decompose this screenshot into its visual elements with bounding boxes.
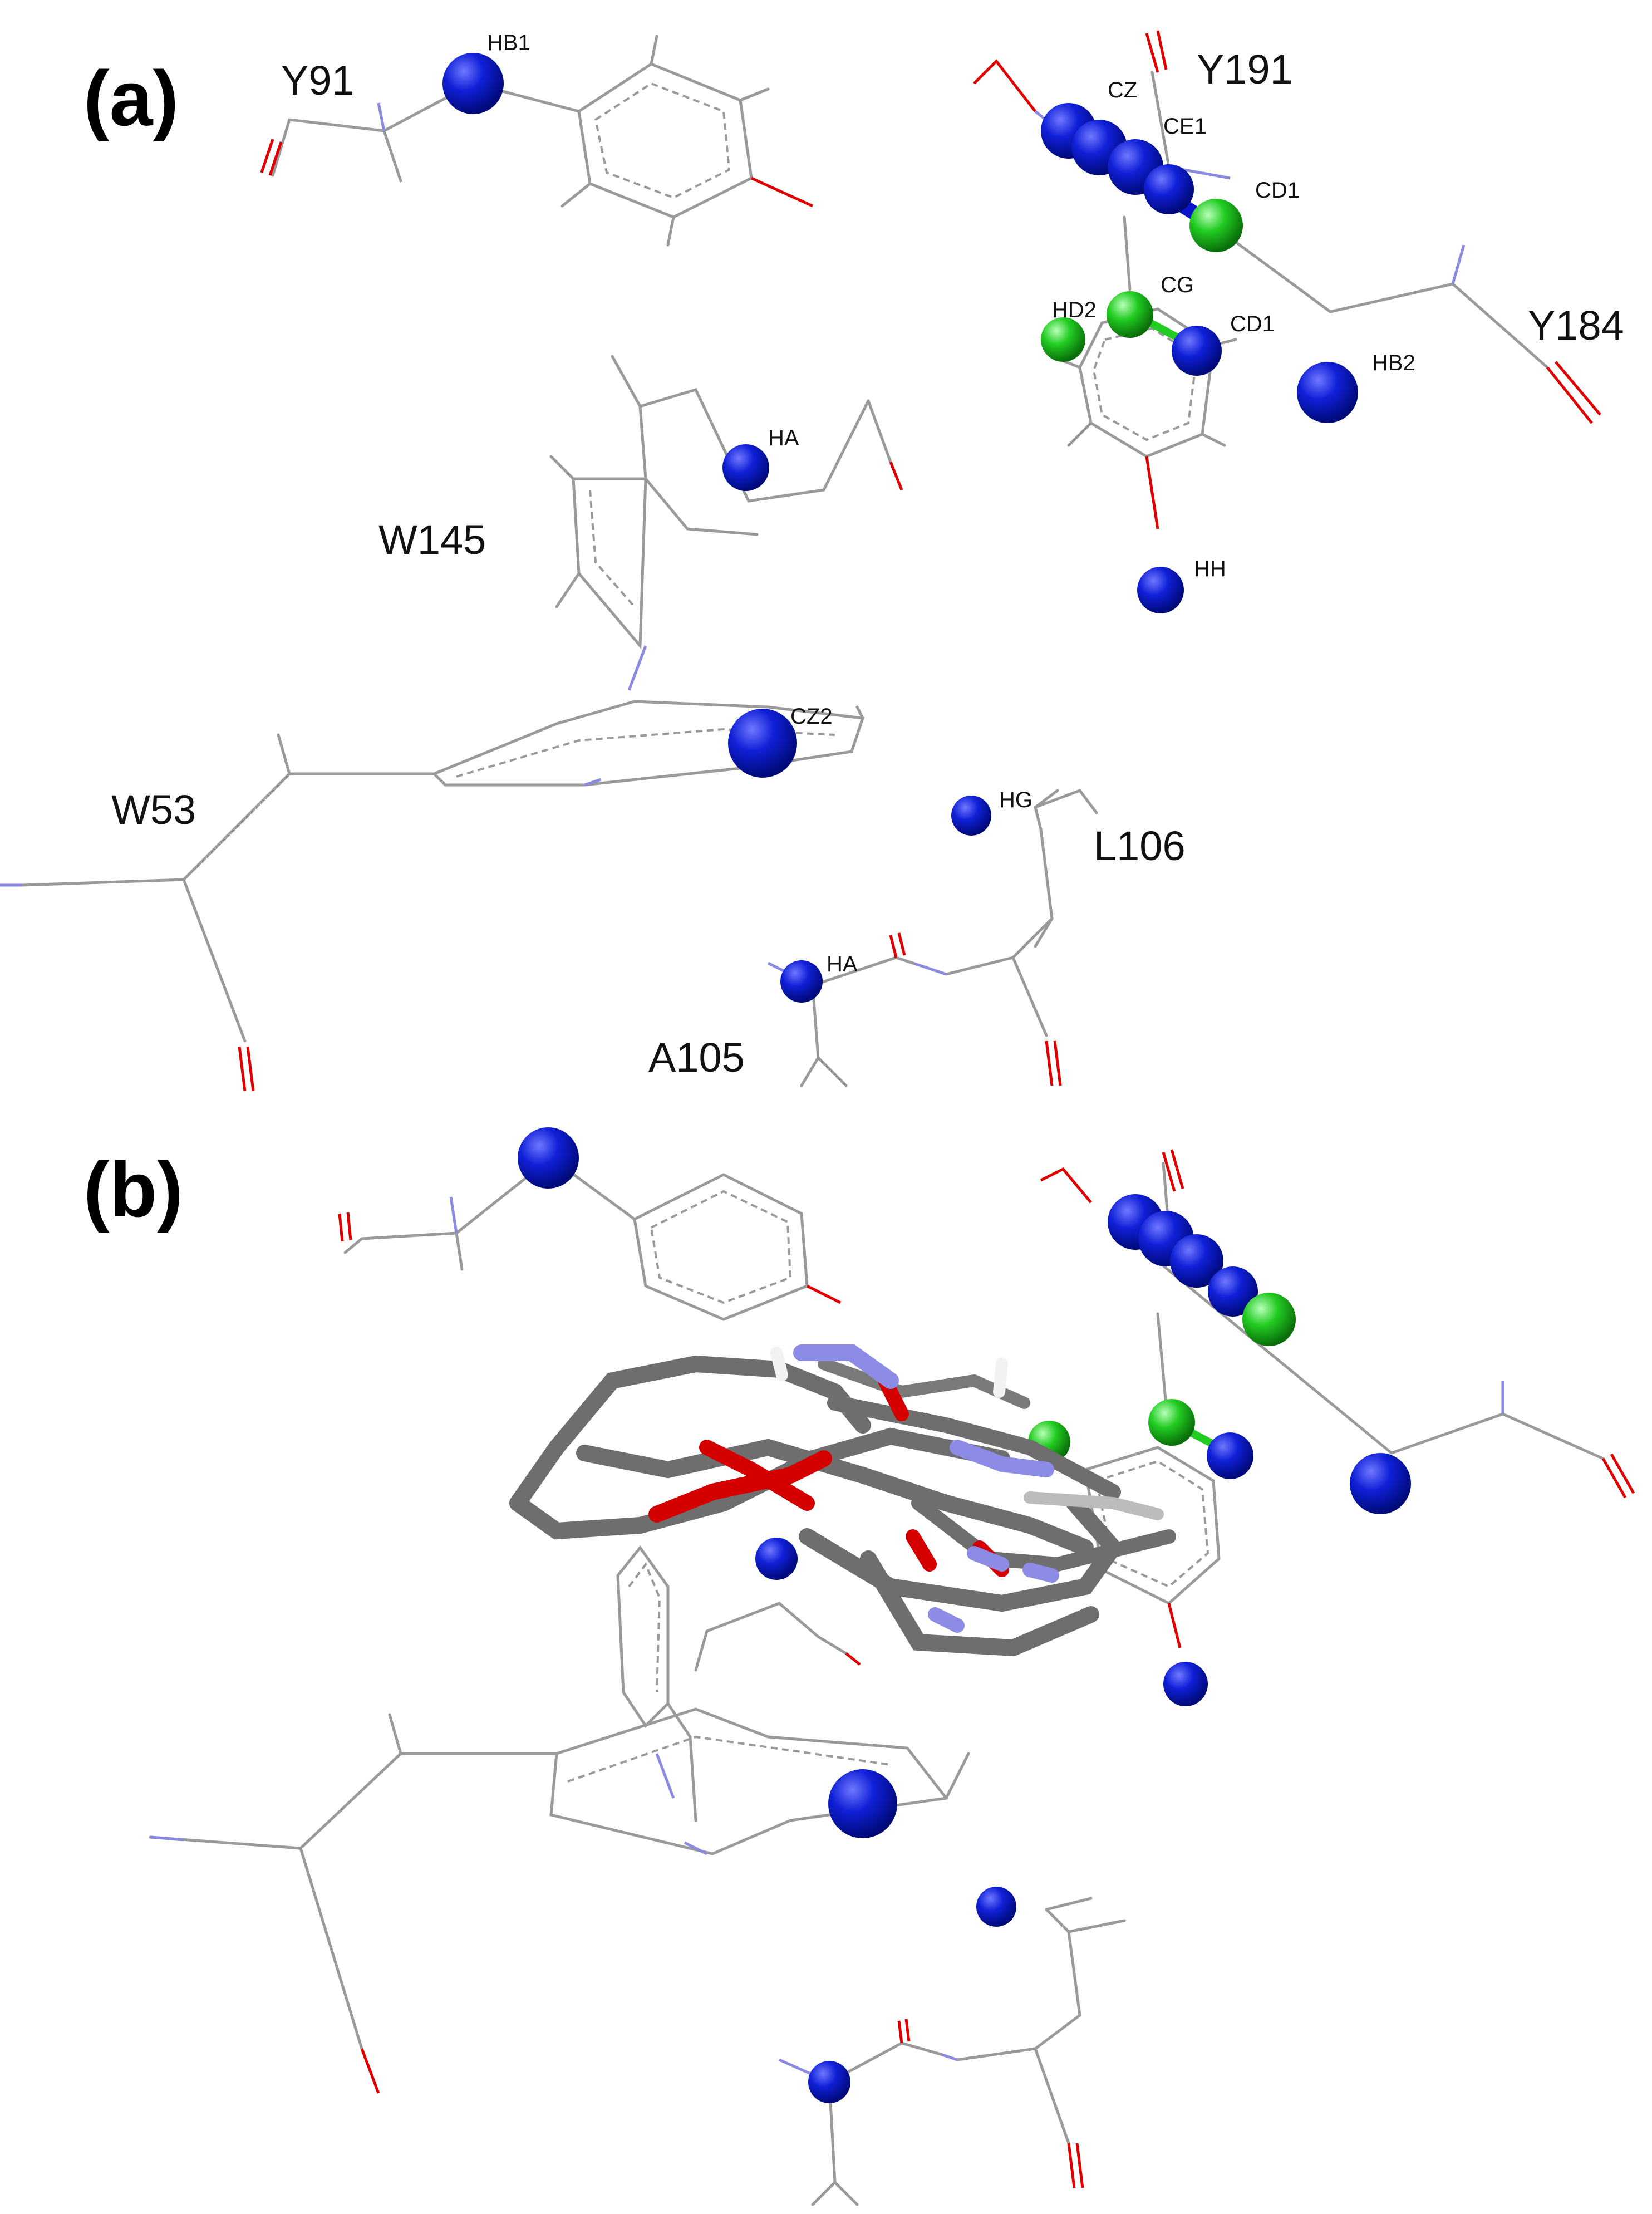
residue-y191-structure	[973, 30, 1332, 529]
panel-b-sphere-l106	[976, 1887, 1016, 1927]
atom-label-hg: HG	[999, 788, 1032, 812]
panel-b-w145-structure	[616, 1545, 861, 1822]
panel-b-sphere-y91	[518, 1127, 579, 1189]
residue-l106-a105-structure	[767, 789, 1098, 1087]
atom-label-hh: HH	[1194, 557, 1226, 581]
panel-b-sphere-a105	[808, 2061, 850, 2103]
panel-b: (b)	[83, 1127, 1635, 2206]
atom-sphere-hh-y191	[1137, 567, 1184, 613]
atom-label-cg: CG	[1161, 273, 1194, 297]
residue-y184-structure	[1329, 244, 1601, 424]
panel-b-label: (b)	[83, 1146, 183, 1233]
atom-sphere-hb1-y91	[442, 53, 504, 114]
atom-label-ha-a105: HA	[827, 952, 858, 976]
y191-sphere-chain	[1041, 103, 1243, 376]
atom-sphere-hb2-y184	[1297, 362, 1358, 423]
panel-b-y91-structure	[338, 1156, 842, 1321]
panel-b-sphere-w53	[828, 1769, 897, 1838]
residue-label-w53: W53	[111, 787, 196, 833]
panel-b-sphere-hh	[1163, 1662, 1208, 1706]
atom-label-ce1: CE1	[1163, 114, 1207, 139]
docked-ligand-poses	[509, 1344, 1176, 1657]
residue-w145-structure	[549, 355, 903, 691]
panel-b-w53-structure	[149, 1707, 970, 2094]
atom-label-cz: CZ	[1108, 78, 1137, 102]
atom-label-hb1: HB1	[487, 31, 530, 55]
atom-label-cd1-upper: CD1	[1255, 178, 1300, 203]
atom-sphere-ha-w145	[722, 444, 769, 491]
panel-a: (a) Y91 HB1	[0, 30, 1624, 1092]
panel-b-sphere-w145	[755, 1538, 798, 1580]
residue-label-w145: W145	[378, 517, 486, 563]
residue-label-y184: Y184	[1528, 302, 1624, 348]
atom-label-hb2: HB2	[1372, 351, 1415, 375]
residue-label-y191: Y191	[1197, 46, 1293, 92]
atom-sphere-hg-l106	[951, 796, 991, 836]
residue-label-l106: L106	[1094, 823, 1186, 869]
panel-b-sphere-y184	[1350, 1453, 1411, 1514]
atom-sphere-ha-a105	[780, 960, 823, 1003]
atom-label-cd1-lower: CD1	[1230, 312, 1275, 336]
residue-label-a105: A105	[648, 1034, 745, 1081]
atom-sphere-cz2-w53	[728, 709, 797, 778]
atom-label-cz2: CZ2	[790, 704, 833, 729]
atom-label-ha-w145: HA	[768, 426, 799, 450]
panel-b-l106-a105-structure	[778, 1897, 1126, 2206]
panel-a-label: (a)	[83, 55, 179, 142]
residue-label-y91: Y91	[281, 57, 355, 104]
residue-y91-structure	[260, 35, 814, 247]
atom-label-hd2: HD2	[1052, 298, 1097, 322]
panel-b-sphere-chain	[1028, 1194, 1296, 1479]
